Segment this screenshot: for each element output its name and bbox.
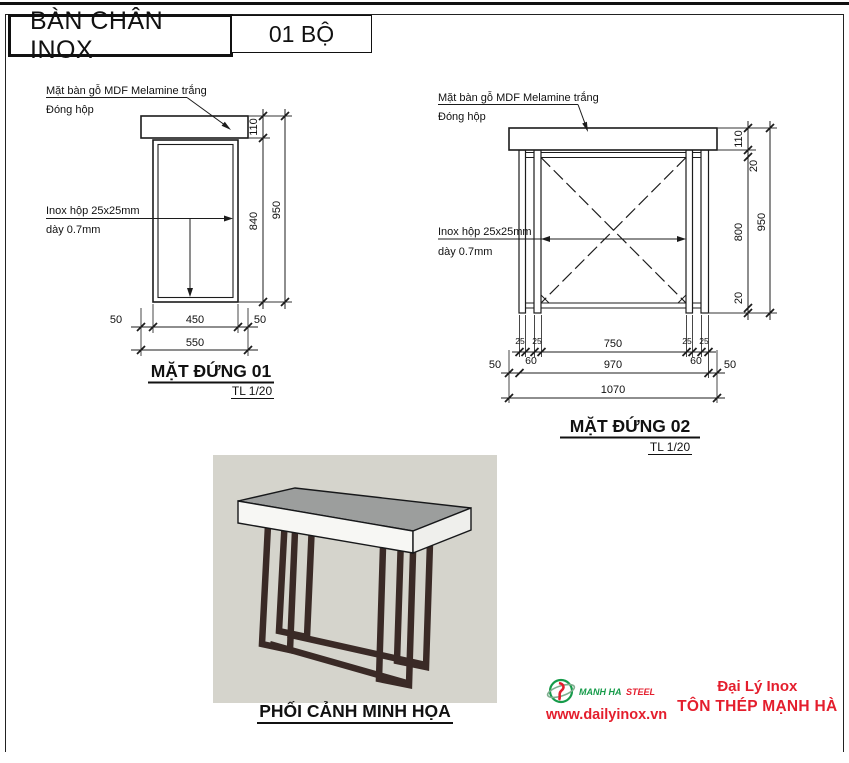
dim-25-r2: 25 <box>699 336 709 346</box>
title-block-quantity-cell: 01 BỘ <box>231 15 372 53</box>
elevation-01-title: MẶT ĐỨNG 01 <box>151 360 272 381</box>
elevation-01-dimensions: 110 840 950 50 450 50 550 <box>110 109 292 356</box>
tabletop-side-view <box>140 115 249 139</box>
elevation-02-title: MẶT ĐỨNG 02 <box>570 415 691 436</box>
perspective-illustration <box>213 455 497 703</box>
elevation-01-callouts: Mặt bàn gỗ MDF Melamine trắng Đóng hộp I… <box>46 84 233 236</box>
callout-leg-line1: Inox hộp 25x25mm <box>438 226 532 238</box>
dim-840: 840 <box>248 212 260 230</box>
title-block-product-cell: BÀN CHÂN INOX <box>8 7 233 64</box>
product-title: BÀN CHÂN INOX <box>30 6 164 64</box>
dim-110: 110 <box>248 118 260 136</box>
elevation-02-callouts: Mặt bàn gỗ MDF Melamine trắng Đóng hộp I… <box>438 91 686 258</box>
sheet-border-frame <box>5 14 844 752</box>
elevation-02-drawing: Mặt bàn gỗ MDF Melamine trắng Đóng hộp I… <box>438 91 777 455</box>
leg-frame-outer <box>152 139 239 303</box>
dim-1070: 1070 <box>601 384 625 396</box>
dim-970: 970 <box>604 359 622 371</box>
footer-logo-block: MANH HA STEEL www.dailyinox.vn Đại Lý In… <box>546 676 838 723</box>
elevation-01-geometry <box>140 115 249 303</box>
elevation-02-dimensions: 110 20 800 20 950 25 25 25 25 60 60 <box>489 121 777 403</box>
elevation-02-scale: TL 1/20 <box>650 440 691 454</box>
dim-60-right: 60 <box>690 355 702 367</box>
callout-leg-line2: dày 0.7mm <box>438 246 492 258</box>
dim-20-top: 20 <box>748 160 760 172</box>
dim-450: 450 <box>186 314 204 326</box>
leader-arrow <box>224 215 233 222</box>
leader-arrow <box>221 121 231 130</box>
dim-950: 950 <box>271 201 283 219</box>
leg-left-inner <box>533 149 542 314</box>
leader-arrow <box>582 121 588 132</box>
callout-tabletop-line2: Đóng hộp <box>46 104 94 116</box>
website-link[interactable]: www.dailyinox.vn <box>546 707 668 723</box>
brand-name-part1: MANH HA <box>579 687 622 697</box>
perspective-caption: PHỐI CẢNH MINH HỌA <box>213 701 497 724</box>
dim-20-bottom: 20 <box>733 292 745 304</box>
callout-leg-line2: dày 0.7mm <box>46 224 100 236</box>
callout-tabletop-line1: Mặt bàn gỗ MDF Melamine trắng <box>438 91 599 104</box>
globe-logo-icon <box>546 678 576 704</box>
dim-60-left: 60 <box>525 355 537 367</box>
dim-950: 950 <box>756 213 768 231</box>
dim-25-l1: 25 <box>515 336 525 346</box>
callout-tabletop-line2: Đóng hộp <box>438 111 486 123</box>
elevation-01-scale: TL 1/20 <box>232 384 273 398</box>
dim-50-left: 50 <box>110 314 122 326</box>
dim-25-r1: 25 <box>682 336 692 346</box>
page-top-rule <box>0 2 849 5</box>
dim-110: 110 <box>733 130 745 148</box>
dim-50-right: 50 <box>724 359 736 371</box>
leg-right-outer <box>700 149 710 314</box>
dim-50-left: 50 <box>489 359 501 371</box>
elevation-02-geometry <box>508 127 718 314</box>
quantity-label: 01 BỘ <box>268 20 335 47</box>
dim-800: 800 <box>733 223 745 241</box>
leader-arrow-right <box>677 236 686 242</box>
dim-25-l2: 25 <box>532 336 542 346</box>
elevation-01-drawing: Mặt bàn gỗ MDF Melamine trắng Đóng hộp I… <box>46 84 292 399</box>
leg-frame-inner <box>157 143 234 299</box>
leg-right-inner <box>685 149 694 314</box>
down-arrow <box>187 288 193 297</box>
dim-550: 550 <box>186 337 204 349</box>
table-top-slab <box>237 487 472 555</box>
dealer-tagline-line2: TÔN THÉP MẠNH HÀ <box>677 698 838 715</box>
dim-50-right: 50 <box>254 314 266 326</box>
leader-arrow-left <box>541 236 550 242</box>
tabletop-front-view <box>508 127 718 151</box>
callout-tabletop-line1: Mặt bàn gỗ MDF Melamine trắng <box>46 84 207 97</box>
brand-name-part2: STEEL <box>625 687 655 697</box>
cross-brace <box>540 157 687 304</box>
table-legs <box>258 513 434 689</box>
callout-leg-line1: Inox hộp 25x25mm <box>46 205 140 217</box>
dim-750: 750 <box>604 338 622 350</box>
dealer-tagline-line1: Đại Lý Inox <box>717 678 798 695</box>
